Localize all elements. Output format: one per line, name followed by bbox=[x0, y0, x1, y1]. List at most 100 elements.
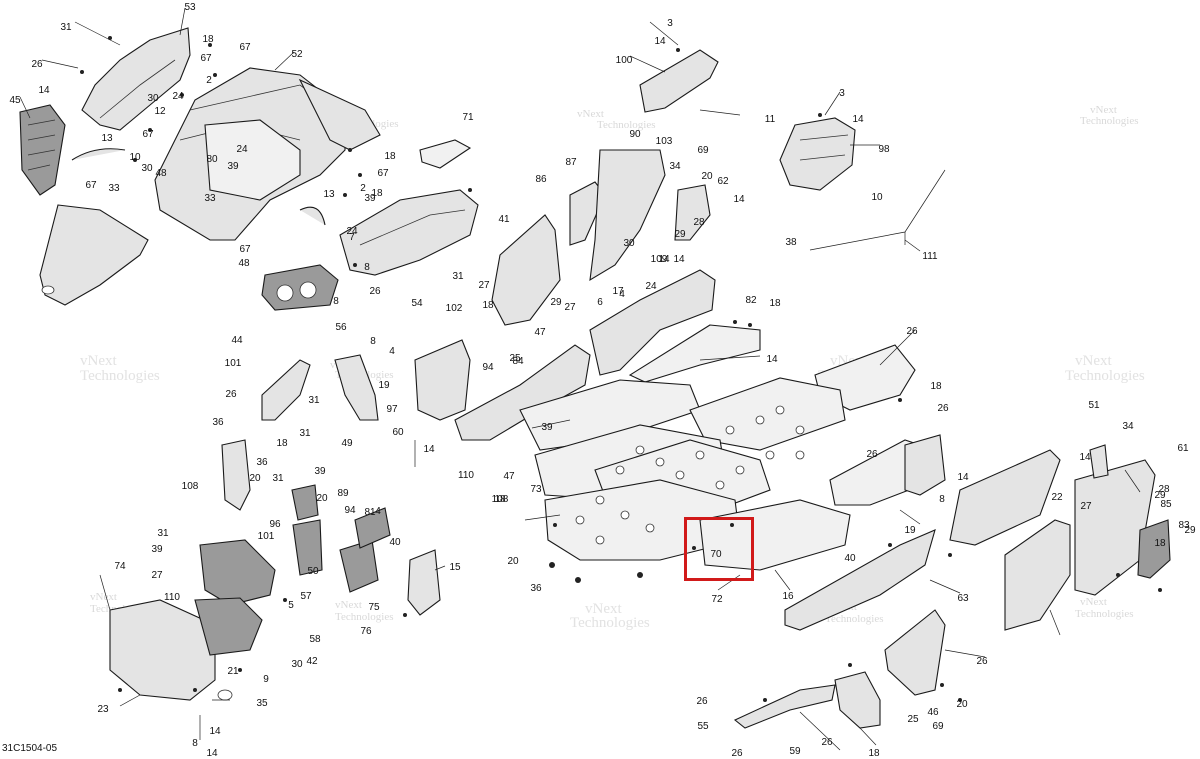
callout-number: 10 bbox=[871, 192, 883, 203]
panel-61 bbox=[1137, 519, 1171, 579]
callout-number: 8 bbox=[370, 336, 376, 347]
panel-71 bbox=[419, 139, 472, 169]
callout-number: 89 bbox=[337, 488, 349, 499]
watermark-text: Technologies bbox=[80, 368, 160, 384]
callout-number: 47 bbox=[534, 327, 546, 338]
callout-number: 57 bbox=[300, 591, 312, 602]
watermark-text: Technologies bbox=[597, 119, 656, 131]
callout-number: 59 bbox=[789, 746, 801, 757]
watermark-text: vNext bbox=[80, 353, 117, 369]
callout-number: 96 bbox=[269, 519, 281, 530]
hood-panel bbox=[204, 119, 301, 201]
watermark-text: vNext bbox=[585, 601, 622, 617]
callout-number: 14 bbox=[38, 85, 50, 96]
fender-53 bbox=[81, 27, 191, 131]
rocker-81 bbox=[784, 529, 936, 631]
callout-number: 14 bbox=[654, 36, 666, 47]
front-lower-group bbox=[109, 439, 441, 701]
watermark-text: Technologies bbox=[1065, 368, 1145, 384]
callout-number: 87 bbox=[565, 157, 577, 168]
callout-number: 26 bbox=[369, 286, 381, 297]
callout-number: 30 bbox=[141, 163, 153, 174]
callout-number: 8 bbox=[939, 494, 945, 505]
console-group bbox=[639, 49, 946, 251]
callout-number: 20 bbox=[956, 699, 968, 710]
panel-83 bbox=[949, 449, 1061, 546]
callout-number: 26 bbox=[866, 449, 878, 460]
callout-number: 69 bbox=[697, 145, 709, 156]
callout-number: 39 bbox=[314, 466, 326, 477]
grille-45 bbox=[19, 104, 66, 196]
callout-number: 67 bbox=[142, 129, 154, 140]
panel-87 bbox=[569, 181, 606, 246]
rocker-82 bbox=[454, 344, 591, 441]
callout-number: 4 bbox=[375, 506, 381, 517]
callout-number: 45 bbox=[9, 95, 21, 106]
callout-number: 18 bbox=[371, 188, 383, 199]
housing-98 bbox=[779, 117, 856, 191]
callout-number: 67 bbox=[200, 53, 212, 64]
callout-number: 110 bbox=[458, 470, 474, 481]
callout-number: 25 bbox=[509, 353, 521, 364]
panel-56 bbox=[261, 359, 311, 421]
highlight-box-part-89 bbox=[684, 517, 754, 581]
vent-76 bbox=[292, 519, 323, 576]
callout-number: 72 bbox=[711, 594, 723, 605]
callout-number: 18 bbox=[1154, 538, 1166, 549]
plate-94-top bbox=[628, 324, 761, 383]
callout-number: 42 bbox=[306, 656, 318, 667]
callout-number: 98 bbox=[878, 144, 890, 155]
watermark-text: Technologies bbox=[1075, 608, 1134, 620]
watermark-text: vNext bbox=[1090, 104, 1117, 116]
callout-number: 80 bbox=[206, 154, 218, 165]
callout-number: 8 bbox=[364, 262, 370, 273]
plate-96 bbox=[544, 479, 741, 561]
callout-number: 5 bbox=[288, 600, 294, 611]
callout-number: 26 bbox=[821, 737, 833, 748]
bracket-69 bbox=[1089, 444, 1109, 479]
callout-number: 29 bbox=[550, 297, 562, 308]
watermark-text: Technologies bbox=[825, 613, 884, 625]
rocker-84 bbox=[589, 269, 716, 376]
callout-number: 27 bbox=[564, 302, 576, 313]
callout-number: 14 bbox=[766, 354, 778, 365]
callout-number: 82 bbox=[745, 295, 757, 306]
callout-number: 62 bbox=[717, 176, 729, 187]
callout-number: 30 bbox=[291, 659, 303, 670]
callout-number: 63 bbox=[957, 593, 969, 604]
callout-number: 4 bbox=[619, 289, 625, 300]
housing-100 bbox=[639, 49, 719, 113]
callout-number: 58 bbox=[309, 634, 321, 645]
callout-number: 86 bbox=[535, 174, 547, 185]
callout-number: 75 bbox=[368, 602, 380, 613]
side-panel-group bbox=[261, 149, 716, 441]
callout-number: 50 bbox=[307, 566, 319, 577]
callout-number: 12 bbox=[154, 106, 166, 117]
callout-number: 26 bbox=[225, 389, 237, 400]
callout-number: 22 bbox=[1051, 492, 1063, 503]
callout-number: 102 bbox=[446, 303, 463, 314]
callout-number: 4 bbox=[389, 346, 395, 357]
diagram-code: 31C1504-05 bbox=[2, 743, 58, 754]
callout-number: 49 bbox=[341, 438, 353, 449]
callout-number: 33 bbox=[204, 193, 216, 204]
callout-number: 6 bbox=[597, 297, 603, 308]
callout-number: 27 bbox=[1080, 501, 1092, 512]
callout-number: 27 bbox=[478, 280, 490, 291]
callout-number: 11 bbox=[765, 114, 776, 125]
callout-number: 81 bbox=[364, 507, 376, 518]
callout-number: 9 bbox=[263, 674, 269, 685]
callout-number: 24 bbox=[172, 91, 184, 102]
callout-number: 36 bbox=[212, 417, 224, 428]
callout-number: 29 bbox=[1184, 525, 1196, 536]
callout-number: 94 bbox=[344, 505, 356, 516]
right-side-group bbox=[733, 434, 1171, 729]
watermark-text: Technologies bbox=[570, 615, 650, 631]
callout-number: 31 bbox=[157, 528, 169, 539]
fender-43 bbox=[39, 204, 149, 306]
callout-number: 35 bbox=[256, 698, 268, 709]
callout-number: 24 bbox=[645, 281, 657, 292]
panel-18a bbox=[904, 434, 946, 496]
callout-number: 14 bbox=[423, 444, 435, 455]
callout-number: 29 bbox=[674, 229, 686, 240]
